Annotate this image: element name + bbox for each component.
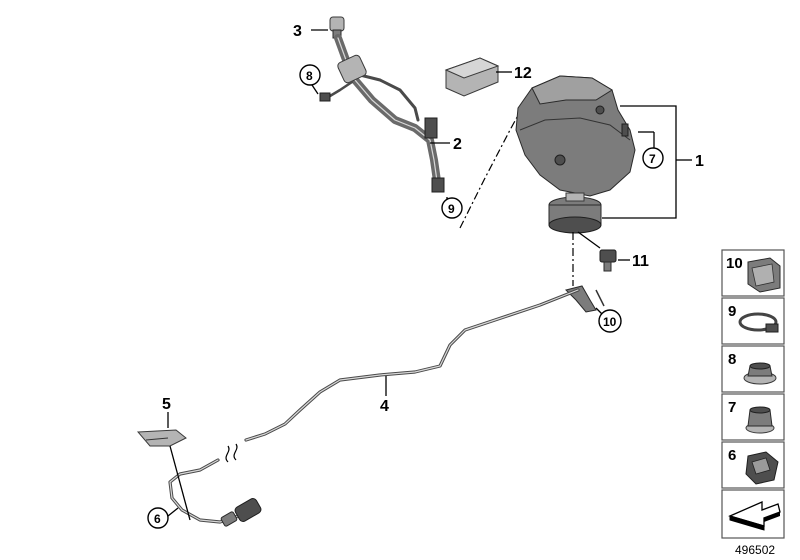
arrow-icon <box>728 501 781 531</box>
callout-6[interactable]: 6 <box>154 512 161 526</box>
callout-8[interactable]: 8 <box>306 69 313 83</box>
callout-circle-7 <box>642 147 664 169</box>
callout-10[interactable]: 10 <box>603 315 617 329</box>
part-5-holder[interactable] <box>136 429 187 447</box>
callout-2[interactable]: 2 <box>453 136 462 153</box>
flange-nut-icon <box>743 362 777 385</box>
leader-6 <box>167 507 179 517</box>
sidebar-item-10-label: 10 <box>726 255 743 272</box>
sidebar-item-7[interactable]: 7 <box>721 393 785 441</box>
sidebar-item-6[interactable]: 6 <box>721 441 785 489</box>
leader-11a <box>577 231 601 249</box>
connection-line-neck-tank <box>459 106 536 229</box>
callout-circle-9 <box>441 197 463 219</box>
callout-11[interactable]: 11 <box>632 253 649 270</box>
part-2-filler-neck[interactable] <box>320 34 445 193</box>
callout-5[interactable]: 5 <box>162 396 171 413</box>
bracket-1 <box>602 105 677 219</box>
callout-circle-8 <box>299 64 321 86</box>
sidebar-legend: 10 9 8 7 <box>721 249 785 539</box>
callout-12[interactable]: 12 <box>514 65 532 82</box>
document-number: 496502 <box>735 543 775 557</box>
part-12-control-module[interactable] <box>444 57 500 97</box>
sidebar-item-9-label: 9 <box>728 303 736 320</box>
callout-circle-10 <box>598 309 622 333</box>
clip-6-icon <box>745 451 779 485</box>
callout-9[interactable]: 9 <box>448 202 455 216</box>
leader-5b <box>169 445 191 521</box>
callout-1[interactable]: 1 <box>695 153 704 170</box>
hex-nut-icon <box>745 406 775 434</box>
clip-10-icon <box>747 257 781 293</box>
part-11-sensor[interactable] <box>599 249 617 272</box>
leader-8 <box>311 84 319 95</box>
callout-7[interactable]: 7 <box>649 152 656 166</box>
sidebar-item-8[interactable]: 8 <box>721 345 785 393</box>
sidebar-item-9[interactable]: 9 <box>721 297 785 345</box>
part-10-bracket[interactable] <box>565 285 605 313</box>
callout-4[interactable]: 4 <box>380 398 389 415</box>
sidebar-item-8-label: 8 <box>728 351 736 368</box>
sidebar-item-6-label: 6 <box>728 447 736 464</box>
sidebar-item-7-label: 7 <box>728 399 736 416</box>
callout-3[interactable]: 3 <box>293 23 302 40</box>
orientation-arrow-box[interactable] <box>721 489 785 539</box>
part-8-nut-on-neck[interactable] <box>319 92 331 102</box>
part-4-fuel-line[interactable] <box>168 288 580 527</box>
part-1-tank[interactable] <box>515 75 636 234</box>
hose-clamp-icon <box>738 312 779 333</box>
sidebar-item-10[interactable]: 10 <box>721 249 785 297</box>
callout-circle-6 <box>147 507 169 529</box>
